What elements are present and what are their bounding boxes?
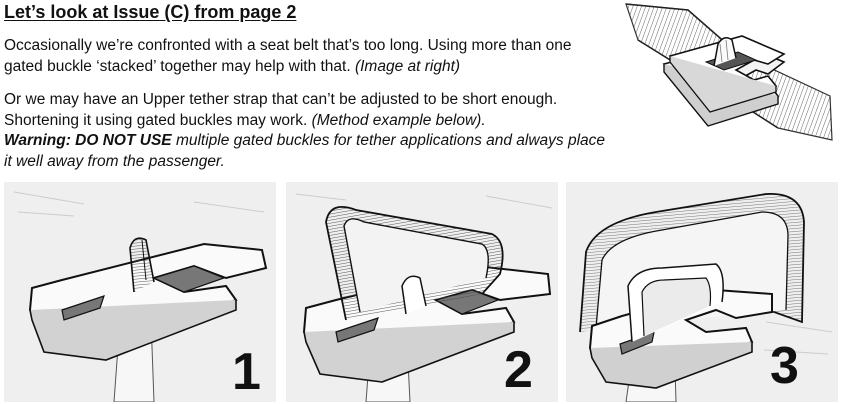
method-example-note: (Method example below). <box>311 111 486 129</box>
paragraph-tether: Or we may have an Upper tether strap tha… <box>4 90 614 172</box>
paragraph-seat-belt: Occasionally we’re confronted with a sea… <box>4 36 604 77</box>
paragraph-seat-belt-text: Occasionally we’re confronted with a sea… <box>4 37 572 75</box>
stacked-buckles-illustration <box>618 0 840 150</box>
warning-text: multiple gated buckles for tether applic… <box>4 132 606 170</box>
step-number-2: 2 <box>504 341 533 399</box>
warning-label: Warning: DO NOT USE <box>4 132 172 149</box>
paragraph-tether-text: Or we may have an Upper tether strap tha… <box>4 91 558 129</box>
page-heading: Let’s look at Issue (C) from page 2 <box>4 2 297 22</box>
step-number-1: 1 <box>232 343 261 401</box>
step-1-panel: 1 <box>4 182 276 402</box>
step-2-panel: 2 <box>286 182 558 402</box>
image-at-right-note: (Image at right) <box>354 57 461 75</box>
step-3-panel: 3 <box>566 182 838 402</box>
step-number-3: 3 <box>770 337 799 395</box>
